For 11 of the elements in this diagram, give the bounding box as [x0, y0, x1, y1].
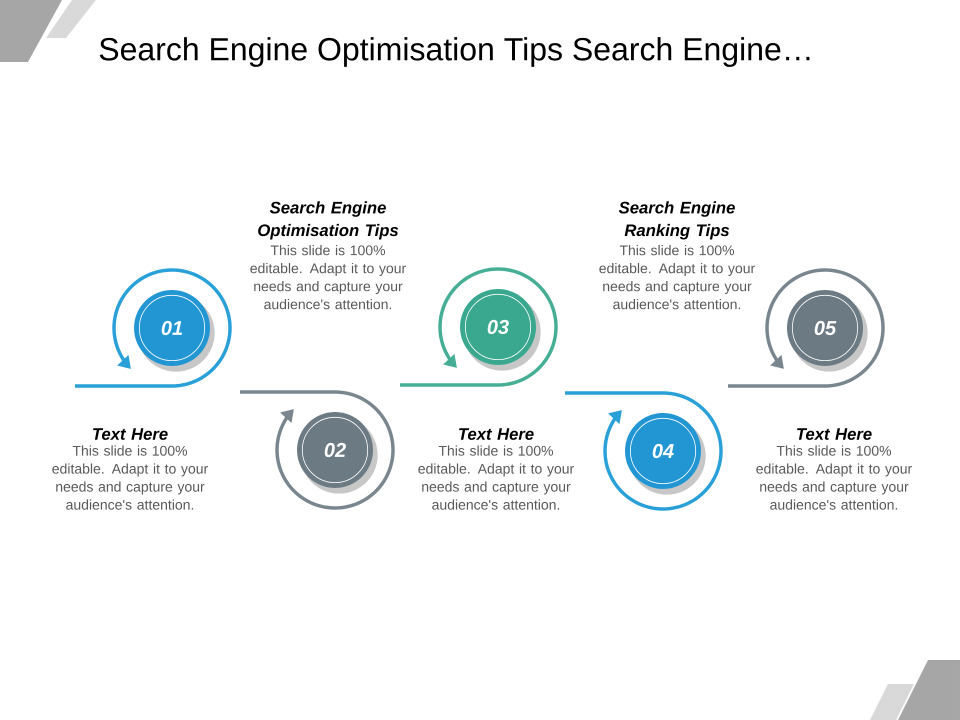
step-heading: Text Here — [93, 428, 168, 440]
step-description: This slide is 100% editable. Adapt it to your needs and capture your audience's attention. — [250, 245, 406, 310]
title: Search Engine Optimisation Tips Search Engine… — [100, 37, 810, 67]
step-description: This slide is 100% editable. Adapt it to your needs and capture your audience's attention. — [599, 245, 755, 310]
step-heading: Text Here — [797, 428, 872, 440]
step-description: This slide is 100% editable. Adapt it to your needs and capture your audience's attention. — [756, 445, 912, 510]
step-description: This slide is 100% editable. Adapt it to your needs and capture your audience's attention. — [418, 445, 574, 510]
step-heading: Search Engine Optimisation Tips — [258, 201, 398, 240]
step-heading: Text Here — [459, 428, 534, 440]
step-heading: Search Engine Ranking Tips — [618, 201, 735, 240]
step-description: This slide is 100% editable. Adapt it to your needs and capture your audience's attention. — [52, 445, 208, 510]
